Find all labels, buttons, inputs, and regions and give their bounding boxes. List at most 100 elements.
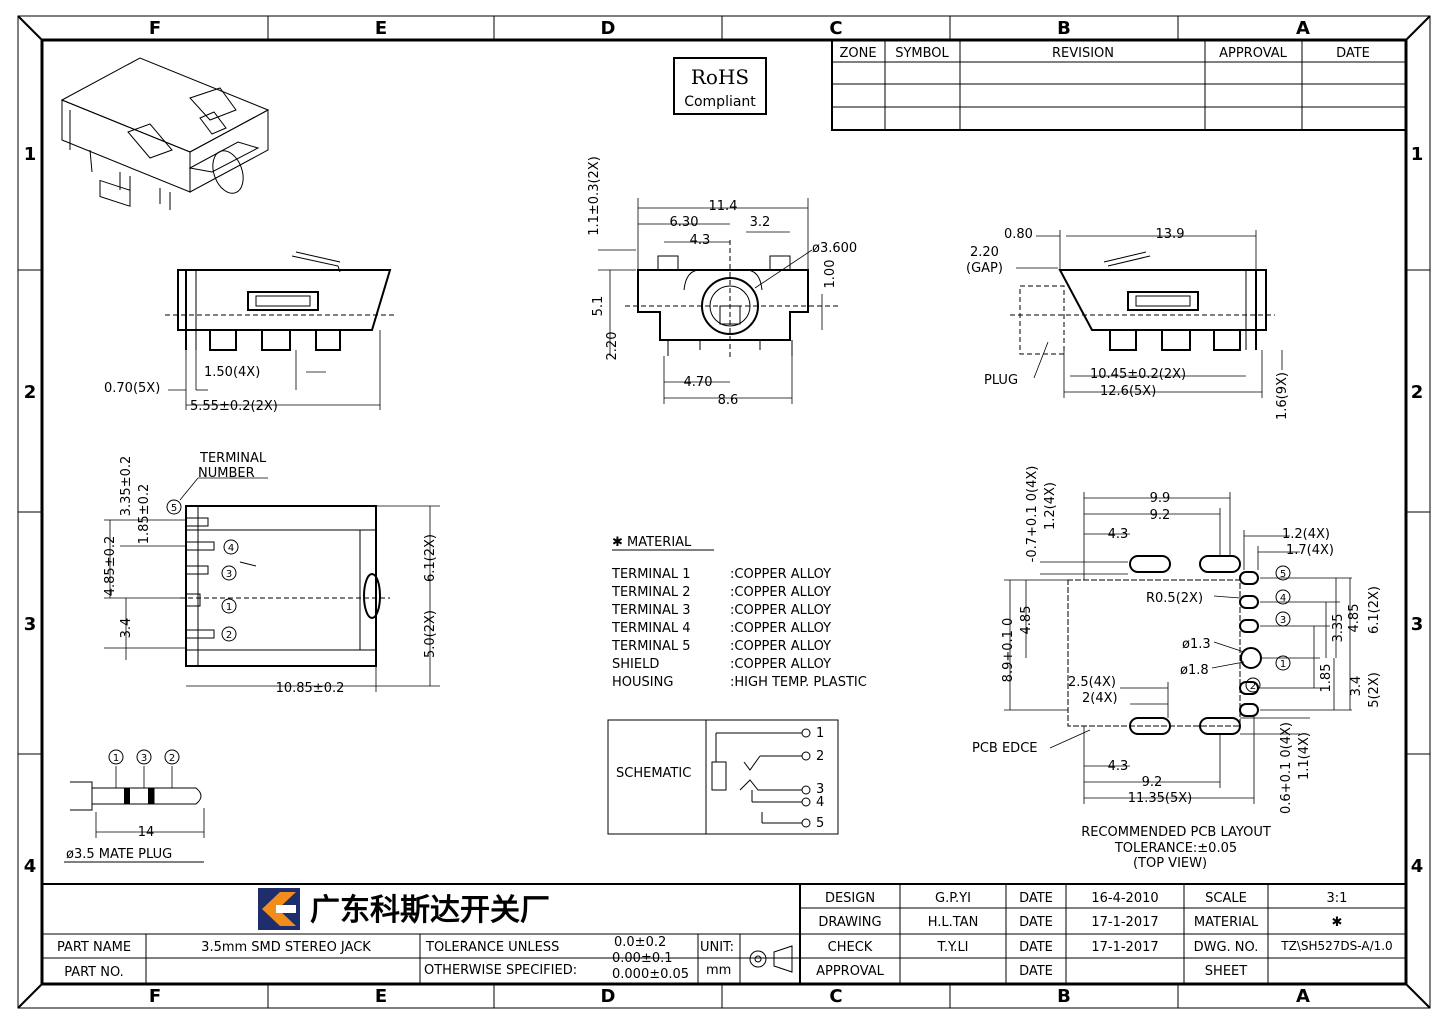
material-value-3: :COPPER ALLOY <box>730 603 831 618</box>
material-list: ✱ MATERIAL TERMINAL 1 :COPPER ALLOY TERM… <box>611 535 867 690</box>
svg-text:3: 3 <box>226 569 232 580</box>
zone-col-bottom-c: C <box>829 986 842 1007</box>
dim-pcb-v10: 5(2X) <box>1367 672 1382 708</box>
unit-label: UNIT: <box>700 940 734 955</box>
zone-col-top-b: B <box>1057 18 1071 39</box>
dim-pcb-v8: 1.85 <box>1319 664 1334 693</box>
dwg-no-value: TZ\SH527DS-A/1.0 <box>1280 939 1392 953</box>
material-name-2: TERMINAL 2 <box>611 585 691 600</box>
rohs-badge: RoHS Compliant <box>673 57 767 115</box>
rev-header-symbol: SYMBOL <box>895 46 949 61</box>
dim-pcb-rad: R0.5(2X) <box>1146 591 1203 606</box>
material-name-3: TERMINAL 3 <box>611 603 691 618</box>
material-value-2: :COPPER ALLOY <box>730 585 831 600</box>
zone-row-right-1: 1 <box>1411 144 1424 165</box>
date-label-check: DATE <box>1019 940 1053 955</box>
zone-col-top-e: E <box>375 18 387 39</box>
drawing-value: H.L.TAN <box>928 915 979 930</box>
dim-top-c: 4.85±0.2 <box>103 536 118 597</box>
zone-col-bottom-b: B <box>1057 986 1071 1007</box>
svg-text:2: 2 <box>1250 681 1256 692</box>
company-logo-icon <box>258 888 300 930</box>
svg-text:3: 3 <box>1280 615 1286 626</box>
dim-top-f: 5.0(2X) <box>423 610 438 658</box>
dim-side-right-c: 10.45±0.2(2X) <box>1090 367 1186 382</box>
rev-header-approval: APPROVAL <box>1219 46 1288 61</box>
schematic-label: SCHEMATIC <box>616 766 691 781</box>
rohs-title: RoHS <box>691 65 749 89</box>
dim-pcb-w2: 9.2 <box>1150 508 1171 523</box>
schematic: SCHEMATIC 1 2 3 4 5 <box>607 719 839 835</box>
svg-text:2: 2 <box>169 753 175 764</box>
isometric-view <box>60 57 270 210</box>
part-name-label: PART NAME <box>57 940 131 955</box>
dim-front-b1: 4.70 <box>684 375 713 390</box>
part-name-value: 3.5mm SMD STEREO JACK <box>201 940 371 955</box>
dim-pcb-d1: ø1.3 <box>1182 637 1211 652</box>
svg-text:4: 4 <box>1280 593 1286 604</box>
zone-col-top-a: A <box>1296 18 1310 39</box>
title-block: 广东科斯达开关厂 PART NAME 3.5mm SMD STEREO JACK… <box>41 883 1407 985</box>
dim-pcb-w1: 9.9 <box>1150 491 1171 506</box>
unit-value: mm <box>706 963 731 978</box>
projection-symbol-icon <box>749 945 793 973</box>
zone-row-left-4: 4 <box>24 856 37 877</box>
dim-front-w2: 4.3 <box>690 233 711 248</box>
dim-front-v-left2: 2.20 <box>605 332 620 361</box>
rev-header-date: DATE <box>1336 46 1370 61</box>
dim-front-b2: 8.6 <box>718 393 739 408</box>
dim-top-b: 1.85±0.2 <box>137 484 152 545</box>
dim-side-right-plug: PLUG <box>984 373 1018 388</box>
svg-text:4: 4 <box>228 543 234 554</box>
dim-plug-len: 14 <box>138 825 155 840</box>
dim-side-left-b: 1.50(4X) <box>204 365 260 380</box>
dim-front-dia: ø3.600 <box>812 241 857 256</box>
dim-pcb-d2: ø1.8 <box>1180 663 1209 678</box>
tolerance-2: 0.00±0.1 <box>612 951 673 966</box>
drawing-date: 17-1-2017 <box>1091 915 1158 930</box>
dim-pcb-b5: 1.1(4X) <box>1297 732 1312 780</box>
dim-side-right-e: 1.6(9X) <box>1275 372 1290 420</box>
scale-label: SCALE <box>1205 891 1247 906</box>
zone-col-bottom-e: E <box>375 986 387 1007</box>
design-date: 16-4-2010 <box>1091 891 1158 906</box>
zone-col-top-f: F <box>149 18 161 39</box>
zone-row-dividers <box>18 269 1430 755</box>
material-name-1: TERMINAL 1 <box>611 567 691 582</box>
mate-plug: 1 3 2 14 ø3.5 MATE PLUG <box>64 749 205 863</box>
date-label-approval: DATE <box>1019 964 1053 979</box>
tolerance-label-1: TOLERANCE UNLESS <box>425 940 559 955</box>
zone-col-bottom-d: D <box>601 986 616 1007</box>
dim-pcb-b1: 4.3 <box>1108 759 1129 774</box>
outer-border <box>17 15 1431 1009</box>
rohs-subtitle: Compliant <box>684 94 756 110</box>
material-title: ✱ MATERIAL <box>612 535 692 550</box>
rev-header-zone: ZONE <box>839 46 876 61</box>
zone-row-right-4: 4 <box>1411 856 1424 877</box>
zone-row-left-3: 3 <box>24 614 37 635</box>
material-name-4: TERMINAL 4 <box>611 621 691 636</box>
zone-row-right-2: 2 <box>1411 382 1424 403</box>
dim-pcb-r1: 1.2(4X) <box>1282 527 1330 542</box>
plug-label: ø3.5 MATE PLUG <box>66 847 172 862</box>
check-value: T.Y.LI <box>936 940 968 955</box>
material-value-6: :COPPER ALLOY <box>730 657 831 672</box>
dim-front-vert-top: 1.1±0.3(2X) <box>587 156 602 236</box>
dim-pcb-b3: 11.35(5X) <box>1128 791 1193 806</box>
dim-top-a: 3.35±0.2 <box>119 456 134 517</box>
design-value: G.P.YI <box>935 891 971 906</box>
dim-pcb-v5: 3.35 <box>1331 614 1346 643</box>
material-value-4: :COPPER ALLOY <box>730 621 831 636</box>
dim-front-w3: 3.2 <box>750 215 771 230</box>
pcb-edge-label: PCB EDCE <box>972 741 1037 756</box>
material-value-7: :HIGH TEMP. PLASTIC <box>730 675 867 690</box>
scale-value: 3:1 <box>1327 891 1348 906</box>
dim-front-v-right: 1.00 <box>823 260 838 289</box>
dim-pcb-v4: 2(4X) <box>1082 691 1118 706</box>
dim-pcb-v3: 2.5(4X) <box>1068 675 1116 690</box>
dim-pcb-r2: 1.7(4X) <box>1286 543 1334 558</box>
svg-text:1: 1 <box>113 753 119 764</box>
svg-text:2: 2 <box>226 630 232 641</box>
pcb-caption-3: (TOP VIEW) <box>1133 856 1207 871</box>
top-terminal-label-2: NUMBER <box>198 466 255 481</box>
